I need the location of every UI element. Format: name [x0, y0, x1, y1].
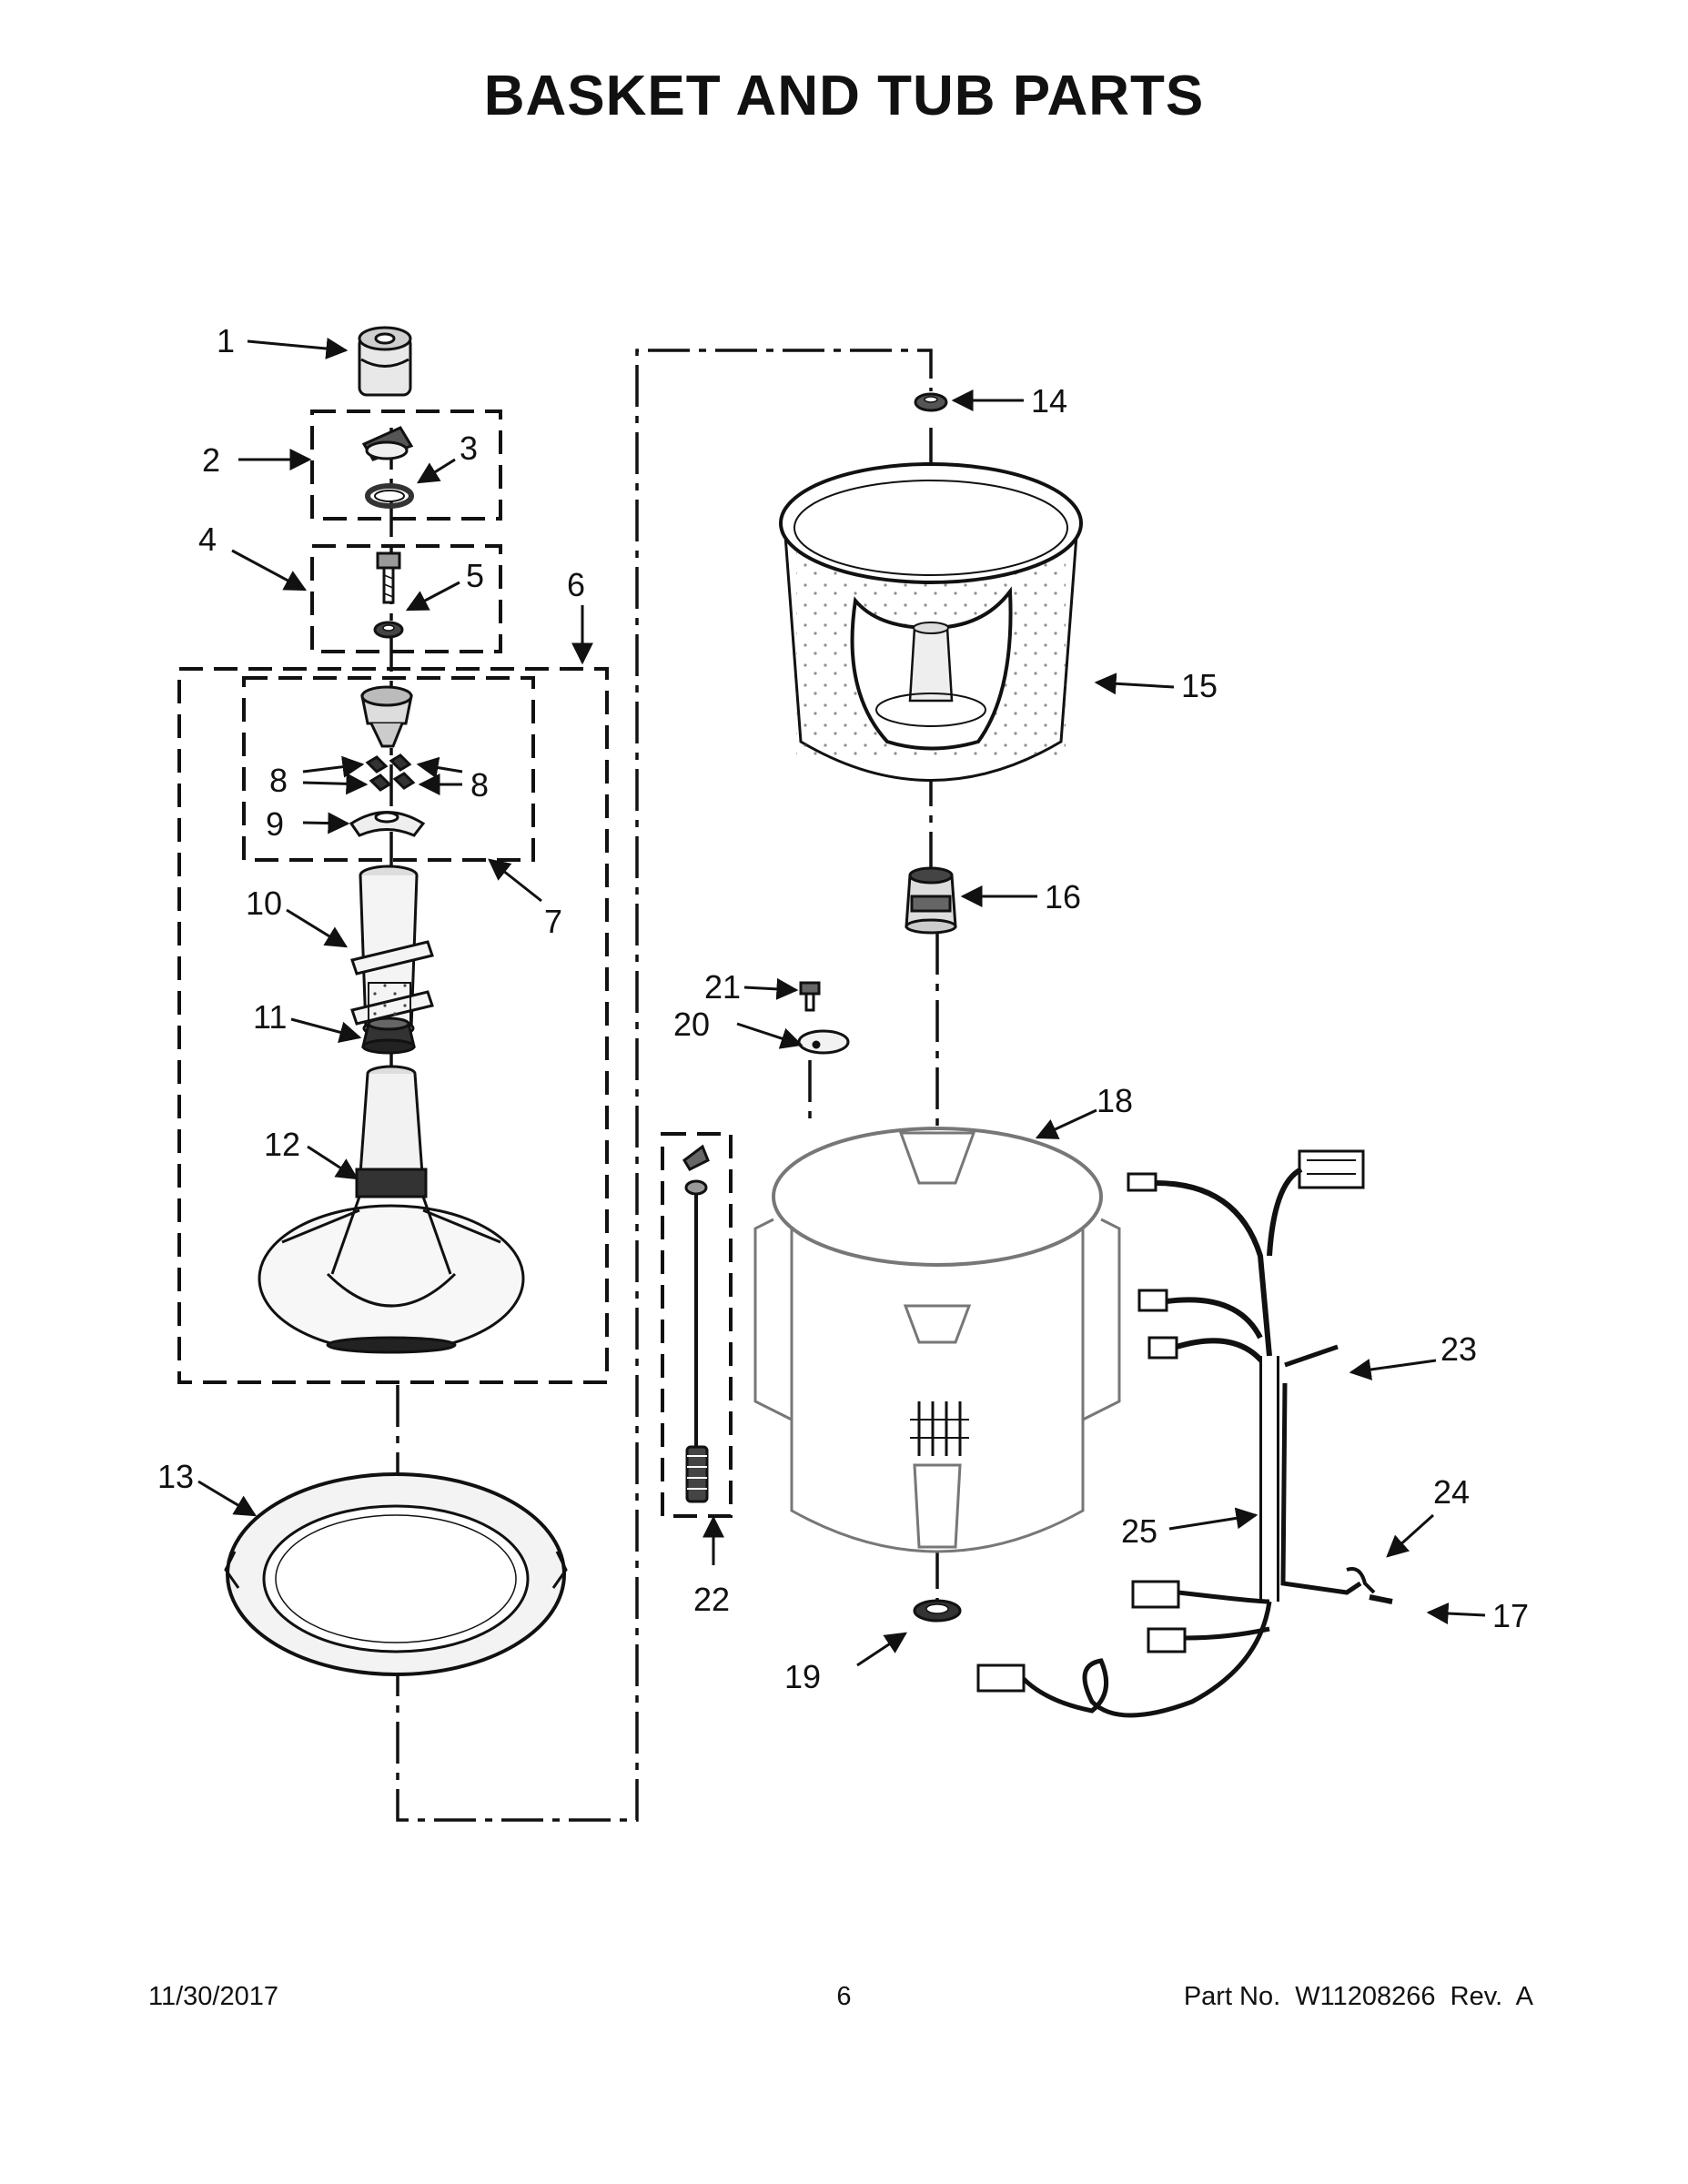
callout-2: 2 [202, 441, 220, 479]
leader-12 [307, 1145, 359, 1180]
group-box-22 [661, 1132, 733, 1518]
part-10-agitator [350, 864, 434, 1037]
group-box-4 [310, 544, 502, 653]
footer-part-number: Part No. W11208266 Rev. A [1183, 1982, 1533, 2011]
callout-11: 11 [253, 998, 287, 1036]
part-1-cap [358, 326, 412, 397]
leader-11 [290, 1017, 362, 1044]
callout-12: 12 [264, 1126, 300, 1163]
callout-10: 10 [246, 885, 282, 922]
part-19-seal [913, 1599, 962, 1623]
leader-4 [231, 549, 308, 592]
part-3-retainer [361, 426, 414, 509]
callout-20: 20 [673, 1006, 710, 1043]
leader-18 [1035, 1108, 1097, 1139]
group-box-7 [242, 676, 535, 862]
leader-7 [488, 858, 542, 903]
part-21-screw [799, 981, 821, 1012]
part-14-nut [914, 392, 948, 412]
part-11-coupler [361, 1016, 416, 1055]
leader-20 [736, 1022, 804, 1049]
part-20-plate [797, 1029, 850, 1055]
part-12-impeller [258, 1065, 525, 1354]
leader-13 [197, 1480, 258, 1517]
leader-9 [302, 812, 350, 834]
callout-24: 24 [1433, 1473, 1470, 1511]
footer-date: 11/30/2017 [148, 1982, 278, 2011]
leader-5 [405, 581, 460, 612]
leader-10 [286, 908, 349, 948]
leader-8c [416, 756, 463, 779]
leader-23 [1349, 1359, 1437, 1380]
part-18-outer-tub [753, 1127, 1121, 1553]
callout-25: 25 [1121, 1512, 1157, 1550]
leader-19 [856, 1632, 908, 1667]
callout-5: 5 [466, 557, 484, 594]
callout-19: 19 [784, 1658, 821, 1695]
leader-3 [416, 458, 456, 484]
part-22-suspension-rod [682, 1144, 710, 1503]
group-box-2 [310, 410, 502, 521]
group-box-6 [177, 667, 609, 1384]
callout-23: 23 [1440, 1330, 1477, 1368]
callout-15: 15 [1181, 667, 1218, 704]
leader-8b [302, 773, 369, 795]
leader-24 [1386, 1513, 1435, 1558]
callout-4: 4 [198, 521, 217, 558]
part-5-bolt [373, 551, 404, 639]
leader-8a [302, 755, 365, 778]
part-15-basket [779, 462, 1083, 782]
callout-18: 18 [1097, 1082, 1133, 1119]
leader-17 [1426, 1603, 1486, 1625]
callout-21: 21 [704, 968, 741, 1006]
leader-1 [247, 338, 349, 359]
callout-13: 13 [157, 1458, 194, 1495]
leader-15 [1094, 672, 1175, 695]
leader-21 [743, 977, 799, 1000]
callout-8a: 8 [269, 762, 288, 799]
part-13-balance-ring [224, 1472, 568, 1676]
part-7-dog-assembly [349, 685, 426, 837]
callout-14: 14 [1031, 382, 1067, 420]
callout-9: 9 [266, 805, 284, 843]
callout-17: 17 [1492, 1597, 1529, 1634]
callout-3: 3 [460, 430, 478, 467]
callout-8b: 8 [470, 766, 489, 804]
footer-page-number: 6 [836, 1982, 852, 2011]
part-16-hub [905, 866, 957, 935]
callout-7: 7 [544, 903, 562, 940]
callout-6: 6 [567, 566, 585, 603]
callout-16: 16 [1045, 878, 1081, 915]
page-title: BASKET AND TUB PARTS [483, 65, 1205, 127]
callout-22: 22 [693, 1581, 730, 1618]
callout-1: 1 [217, 322, 235, 359]
assembly-line-left [396, 349, 933, 1822]
part-25-wire-harness [976, 1149, 1393, 1718]
leader-25 [1168, 1507, 1258, 1531]
